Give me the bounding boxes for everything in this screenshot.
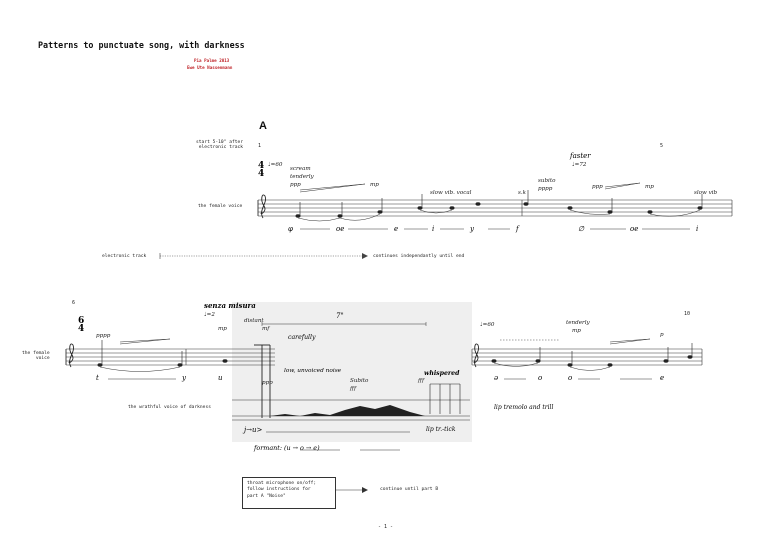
lyric-a-1: φ bbox=[288, 225, 293, 233]
electronic-track-continues: continues independantly until end bbox=[373, 254, 465, 259]
lyric-b-6: o bbox=[568, 374, 573, 382]
dynamic-p-b: p bbox=[660, 332, 664, 338]
annotation-carefully: carefully bbox=[288, 334, 316, 341]
annotation-subito: subito bbox=[538, 178, 556, 184]
time-signature-a: 4 4 bbox=[258, 161, 265, 179]
annotation-faster: faster bbox=[570, 152, 591, 160]
tempo-a: ♩=60 bbox=[268, 162, 283, 168]
lyric-b-4: ə bbox=[494, 374, 499, 382]
dynamic-mp-b3: mp bbox=[572, 328, 581, 334]
lyric-b-3: u bbox=[218, 374, 223, 382]
electronic-track-label: electronic track bbox=[102, 254, 147, 259]
lyric-b-5: o bbox=[538, 374, 543, 382]
rehearsal-mark-a: A bbox=[259, 120, 267, 132]
dynamic-ppp-a1: ppp bbox=[290, 182, 301, 188]
dynamic-fff-b: fff bbox=[350, 386, 357, 392]
lyric-b-2: y bbox=[182, 374, 186, 382]
lyric-a-6: f bbox=[516, 225, 519, 233]
annotation-whispered: whispered bbox=[424, 370, 460, 377]
lyric-a-2: oe bbox=[336, 225, 345, 233]
tempo-senza: ♩=2 bbox=[204, 312, 215, 318]
bar-number-6: 6 bbox=[72, 300, 76, 306]
bar-number-10: 10 bbox=[684, 311, 691, 317]
dynamic-mp-b: mp bbox=[218, 326, 227, 332]
wrathful-voice-label: the wrathful voice of darkness bbox=[128, 405, 211, 410]
lyric-a-5: y bbox=[470, 225, 474, 233]
annotation-lip-tremolo: lip tremolo and trill bbox=[494, 404, 554, 411]
page-number: - 1 - bbox=[378, 524, 394, 530]
start-instruction: start 5-10" after electronic track bbox=[196, 140, 244, 150]
duration-marking: 7" bbox=[336, 312, 344, 320]
lyric-b-7: e bbox=[660, 374, 665, 382]
throat-mic-continue: continue until part B bbox=[380, 487, 439, 492]
annotation-slow-vib: slow vib bbox=[694, 190, 718, 196]
dynamic-mp-a1: mp bbox=[370, 182, 379, 188]
lyric-a-7: ∅ bbox=[578, 225, 585, 233]
annotation-slow-vib-vocal: slow vib. vocal bbox=[430, 190, 472, 196]
tempo-a2: ♩=72 bbox=[572, 162, 587, 168]
lyric-a-9: i bbox=[696, 225, 699, 233]
annotation-distant: distant bbox=[244, 318, 264, 324]
panel-lower-text-3: lip tr.-tick bbox=[426, 426, 456, 433]
staff-label-female-voice-b: the female voice bbox=[22, 351, 50, 361]
annotation-senza-misura: senza misura bbox=[204, 301, 256, 310]
dynamic-mf-b: mf bbox=[262, 326, 270, 332]
annotation-tenderly-b: tenderly bbox=[566, 320, 590, 326]
dynamic-pppp-b: pppp bbox=[96, 333, 111, 339]
lyric-b-1: t bbox=[96, 374, 99, 382]
performer-credit: Ewe Ute Nassenmann bbox=[187, 65, 233, 70]
annotation-tenderly: tenderly bbox=[290, 174, 314, 180]
panel-lower-text-2: formant: (u → o → e) bbox=[254, 444, 320, 452]
lyric-a-8: oe bbox=[630, 225, 639, 233]
panel-lower-text-1: j→u> bbox=[244, 426, 263, 434]
inserted-score-panel bbox=[232, 302, 472, 442]
dynamic-fff-b2: fff bbox=[418, 378, 425, 384]
annotation-scream: scream bbox=[290, 166, 311, 172]
bar-number-5: 5 bbox=[660, 143, 664, 149]
throat-mic-instructions: throat microphone on/off; follow instruc… bbox=[247, 481, 317, 499]
dynamic-sk: s.k bbox=[518, 190, 527, 196]
tempo-b3: ♩=60 bbox=[480, 322, 495, 328]
throat-mic-box: throat microphone on/off; follow instruc… bbox=[242, 477, 336, 509]
time-signature-b: 6 4 bbox=[78, 316, 85, 334]
dynamic-pppp-a: pppp bbox=[538, 186, 553, 192]
dynamic-ppp-b: ppp bbox=[262, 380, 273, 386]
annotation-low-noise: low, unvoiced noise bbox=[284, 368, 342, 374]
lyric-a-3: e bbox=[394, 225, 399, 233]
composer-credit: Pia Palme 2013 bbox=[194, 58, 230, 63]
lyric-a-4: i bbox=[432, 225, 435, 233]
page-title: Patterns to punctuate song, with darknes… bbox=[38, 40, 245, 50]
dynamic-ppp-a2: ppp bbox=[592, 184, 603, 190]
dynamic-mp-a2: mp bbox=[645, 184, 654, 190]
bar-number-1: 1 bbox=[258, 143, 262, 149]
annotation-subito-b: Subito bbox=[350, 378, 369, 384]
staff-label-female-voice: the female voice bbox=[198, 204, 243, 209]
